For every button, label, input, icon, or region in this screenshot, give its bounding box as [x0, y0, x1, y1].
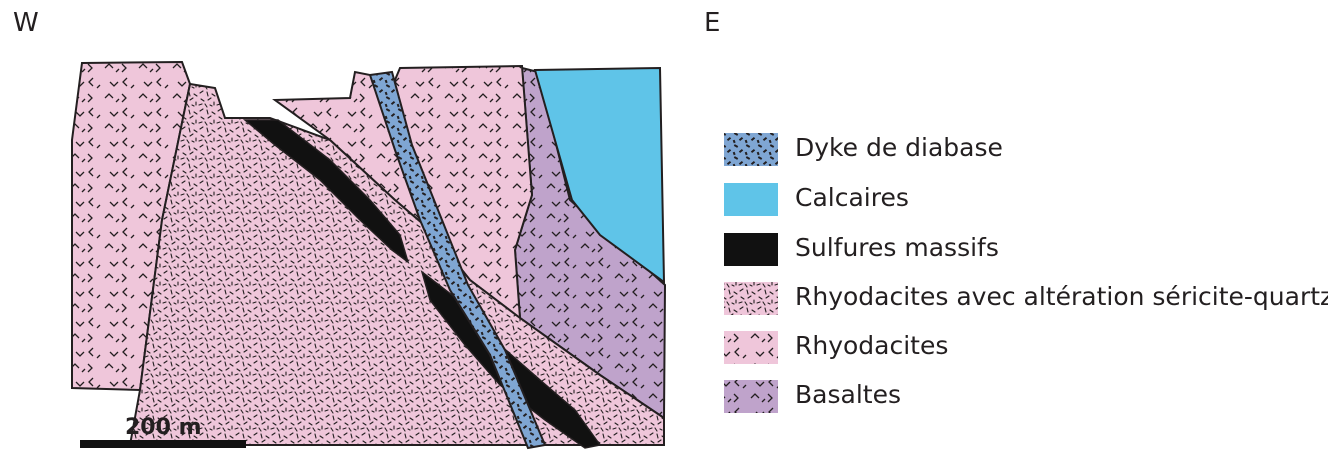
scale-bar: [80, 440, 246, 448]
legend-label-rhyodacite: Rhyodacites: [795, 329, 948, 363]
legend-label-basalt: Basaltes: [795, 378, 901, 412]
legend-item-dyke: Dyke de diabase: [724, 133, 1324, 167]
legend-label-limestone: Calcaires: [795, 181, 909, 215]
legend-item-limestone: Calcaires: [724, 183, 1324, 217]
legend-swatches: [724, 133, 778, 413]
legend-label-sulfide: Sulfures massifs: [795, 231, 999, 265]
legend-item-rhyodacite: Rhyodacites: [724, 331, 1324, 365]
scale-bar-label: 200 m: [125, 415, 202, 440]
legend-item-sulfide: Sulfures massifs: [724, 233, 1324, 267]
legend-item-altered-rhyodacite: Rhyodacites avec altération séricite-qua…: [724, 282, 1324, 316]
legend-label-altered-rhyodacite: Rhyodacites avec altération séricite-qua…: [795, 280, 1328, 314]
legend-item-basalt: Basaltes: [724, 380, 1324, 414]
legend-label-dyke: Dyke de diabase: [795, 131, 1003, 165]
